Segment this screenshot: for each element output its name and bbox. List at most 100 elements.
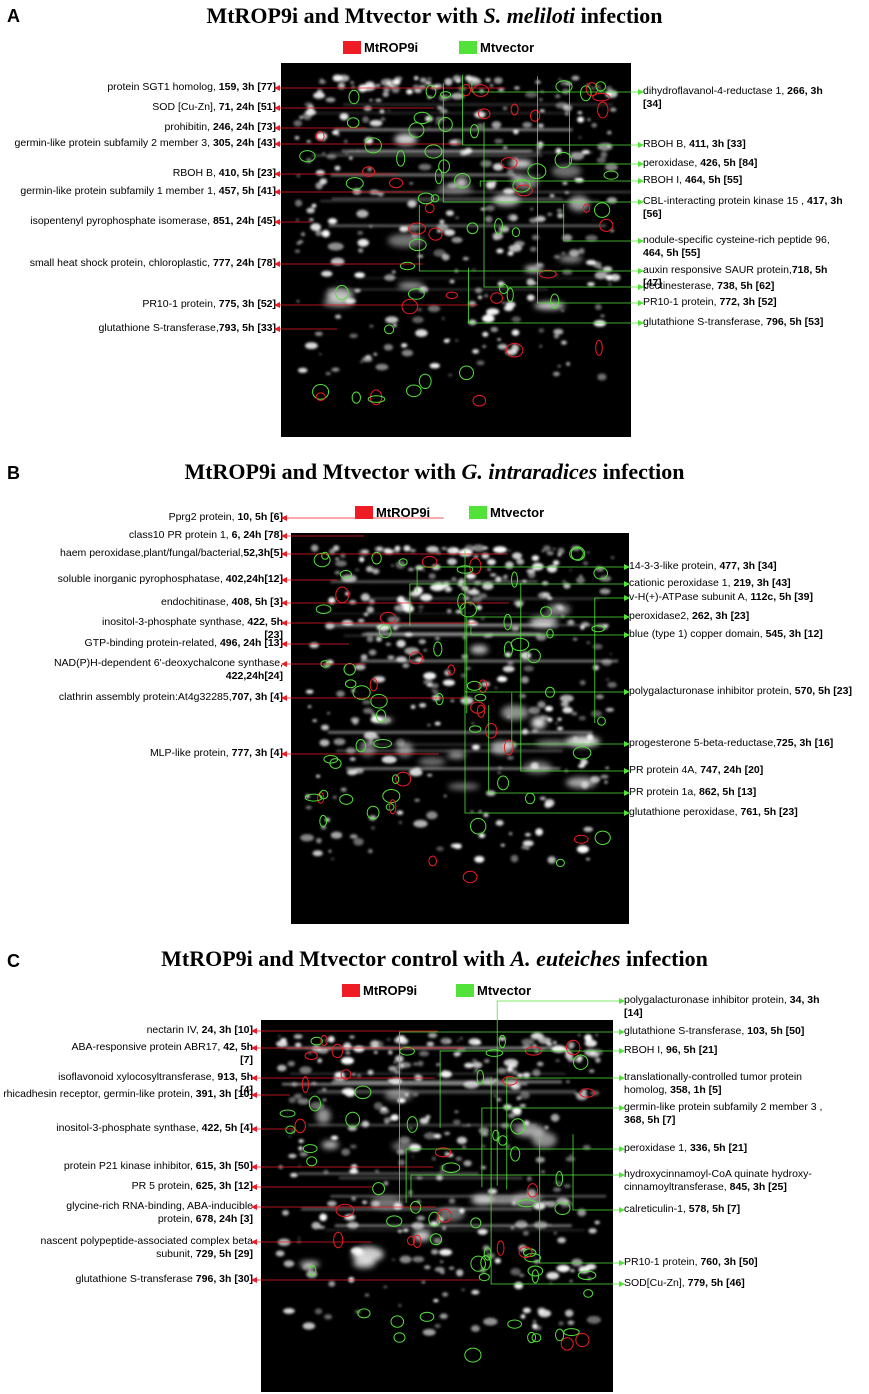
spot-circle-red bbox=[407, 1236, 416, 1246]
protein-label-left: soluble inorganic pyrophosphatase, 402,2… bbox=[18, 573, 283, 586]
spot-circle-red bbox=[424, 203, 435, 214]
spot-info: 262, 3h [23] bbox=[692, 610, 750, 622]
protein-name: endochitinase, bbox=[161, 596, 232, 608]
protein-name: SOD [Cu-Zn], bbox=[152, 101, 219, 113]
spot-circle-green bbox=[390, 1315, 405, 1328]
protein-name: cationic peroxidase 1, bbox=[629, 577, 734, 589]
spot-info: 10, 5h [6] bbox=[237, 511, 283, 523]
spot-circle-green bbox=[319, 814, 328, 828]
spot-circle-green bbox=[441, 1162, 461, 1173]
protein-label-right: dihydroflavanol-4-reductase 1, 266, 3h [… bbox=[643, 85, 843, 111]
protein-name: polygalacturonase inhibitor protein, bbox=[629, 685, 795, 697]
spot-info: 305, 24h [43] bbox=[212, 137, 276, 149]
protein-label-left: endochitinase, 408, 5h [3] bbox=[133, 596, 283, 609]
protein-label-right: pectinesterase, 738, 5h [62] bbox=[643, 280, 843, 293]
spot-circle-red bbox=[304, 1051, 318, 1061]
spot-info: 408, 5h [3] bbox=[231, 596, 283, 608]
spot-info: 760, 3h [50] bbox=[700, 1256, 758, 1268]
legend-green: Mtvector bbox=[459, 40, 534, 55]
protein-label-right: RBOH I, 464, 5h [55] bbox=[643, 174, 843, 187]
legend-label: MtROP9i bbox=[376, 505, 431, 520]
legend-swatch-red bbox=[355, 506, 373, 519]
spot-info: 707, 3h [4] bbox=[231, 691, 283, 703]
spot-circle-green bbox=[418, 373, 432, 389]
panel-a: A MtROP9i and Mtvector with S. meliloti … bbox=[0, 0, 869, 440]
protein-label-right: auxin responsive SAUR protein,718, 5h [4… bbox=[643, 264, 843, 290]
panel-title: MtROP9i and Mtvector with S. meliloti in… bbox=[0, 3, 869, 29]
spot-circle-red bbox=[505, 342, 524, 358]
protein-name: inositol-3-phosphate synthase, bbox=[102, 616, 248, 628]
spot-circle-green bbox=[507, 1319, 523, 1329]
spot-circle-green bbox=[308, 1095, 322, 1112]
spot-circle-green bbox=[506, 287, 514, 303]
spot-circle-red bbox=[317, 792, 325, 804]
protein-label-left: isopentenyl pyrophosphate isomerase, 851… bbox=[11, 215, 276, 228]
protein-label-right: blue (type 1) copper domain, 545, 3h [12… bbox=[629, 628, 864, 641]
spot-circle-green bbox=[523, 1248, 537, 1257]
spot-info: 457, 5h [41] bbox=[218, 185, 276, 197]
spot-circle-green bbox=[406, 384, 422, 398]
spot-circle-red bbox=[445, 291, 459, 300]
protein-label-right: calreticulin-1, 578, 5h [7] bbox=[624, 1203, 834, 1216]
spot-info: 796, 5h [53] bbox=[766, 316, 824, 328]
spot-circle-green bbox=[302, 1144, 318, 1154]
spot-circle-green bbox=[527, 163, 547, 180]
protein-name: glutathione S-transferase, bbox=[98, 322, 219, 334]
protein-name: inositol-3-phosphate synthase, bbox=[56, 1122, 202, 1134]
spot-info: 266, 3h [34] bbox=[643, 85, 823, 110]
spot-circle-green bbox=[497, 775, 510, 791]
spot-circle-green bbox=[594, 202, 611, 218]
spot-info: 368, 5h [7] bbox=[624, 1114, 676, 1126]
spot-info: 391, 3h [10] bbox=[195, 1088, 253, 1100]
spot-circle-green bbox=[354, 1085, 372, 1100]
protein-label-right: glutathione S-transferase, 103, 5h [50] bbox=[624, 1025, 834, 1038]
title-text-end: infection bbox=[575, 3, 663, 28]
spot-info: 411, 3h [33] bbox=[689, 138, 746, 150]
spot-circle-red bbox=[485, 723, 498, 739]
spot-info: 747, 24h [20] bbox=[700, 764, 764, 776]
spot-circle-green bbox=[391, 774, 400, 785]
spot-info: 6, 24h [78] bbox=[231, 529, 283, 541]
spot-info: 545, 3h [12] bbox=[765, 628, 823, 640]
panel-title: MtROP9i and Mtvector control with A. eut… bbox=[0, 946, 869, 972]
title-species: A. euteiches bbox=[510, 946, 621, 971]
protein-name: protein P21 kinase inhibitor, bbox=[63, 1160, 196, 1172]
protein-label-right: nodule-specific cysteine-rich peptide 96… bbox=[643, 234, 843, 260]
protein-name: PR10-1 protein, bbox=[643, 296, 720, 308]
protein-name: germin-like protein subfamily 2 member 3… bbox=[14, 137, 213, 149]
spot-circle-red bbox=[472, 394, 487, 407]
protein-name: class10 PR protein 1, bbox=[128, 529, 232, 541]
spot-circle-red bbox=[421, 555, 438, 568]
spot-circle-red bbox=[362, 166, 376, 177]
spot-circle-green bbox=[594, 830, 611, 845]
legend-red: MtROP9i bbox=[343, 40, 418, 55]
protein-name: soluble inorganic pyrophosphatase, bbox=[57, 573, 226, 585]
spot-circle-red bbox=[315, 130, 325, 142]
spot-circle-green bbox=[339, 794, 354, 805]
protein-label-right: progesterone 5-beta-reductase,725, 3h [1… bbox=[629, 737, 864, 750]
protein-name: clathrin assembly protein:At4g32285, bbox=[58, 691, 232, 703]
spot-circle-green bbox=[457, 593, 467, 610]
protein-label-right: PR10-1 protein, 760, 3h [50] bbox=[624, 1256, 834, 1269]
protein-label-left: protein SGT1 homolog, 159, 3h [77] bbox=[76, 81, 276, 94]
protein-label-right: translationally-controlled tumor protein… bbox=[624, 1071, 834, 1097]
panel-letter: A bbox=[7, 6, 20, 26]
spot-circle-green bbox=[321, 551, 329, 560]
protein-label-left: PR10-1 protein, 775, 3h [52] bbox=[76, 298, 276, 311]
protein-label-right: SOD[Cu-Zn], 779, 5h [46] bbox=[624, 1277, 834, 1290]
spot-circle-green bbox=[425, 84, 437, 99]
spot-circle-red bbox=[595, 339, 603, 356]
spot-info: 779, 5h [46] bbox=[687, 1277, 745, 1289]
protein-name: peroxidase2, bbox=[629, 610, 693, 622]
spot-circle-red bbox=[462, 870, 478, 884]
protein-name: translationally-controlled tumor protein… bbox=[624, 1071, 803, 1096]
title-text: MtROP9i and Mtvector control with bbox=[161, 946, 511, 971]
spot-info: 96, 5h [21] bbox=[666, 1044, 718, 1056]
protein-name: glycine-rich RNA-binding, ABA-inducible … bbox=[66, 1200, 253, 1225]
protein-label-left: clathrin assembly protein:At4g32285,707,… bbox=[28, 691, 283, 704]
spot-circle-green bbox=[527, 1331, 537, 1344]
protein-name: auxin responsive SAUR protein, bbox=[643, 264, 792, 276]
spot-info: 777, 3h [4] bbox=[231, 747, 283, 759]
spot-circle-green bbox=[306, 1156, 318, 1167]
spot-circle-green bbox=[373, 739, 392, 749]
